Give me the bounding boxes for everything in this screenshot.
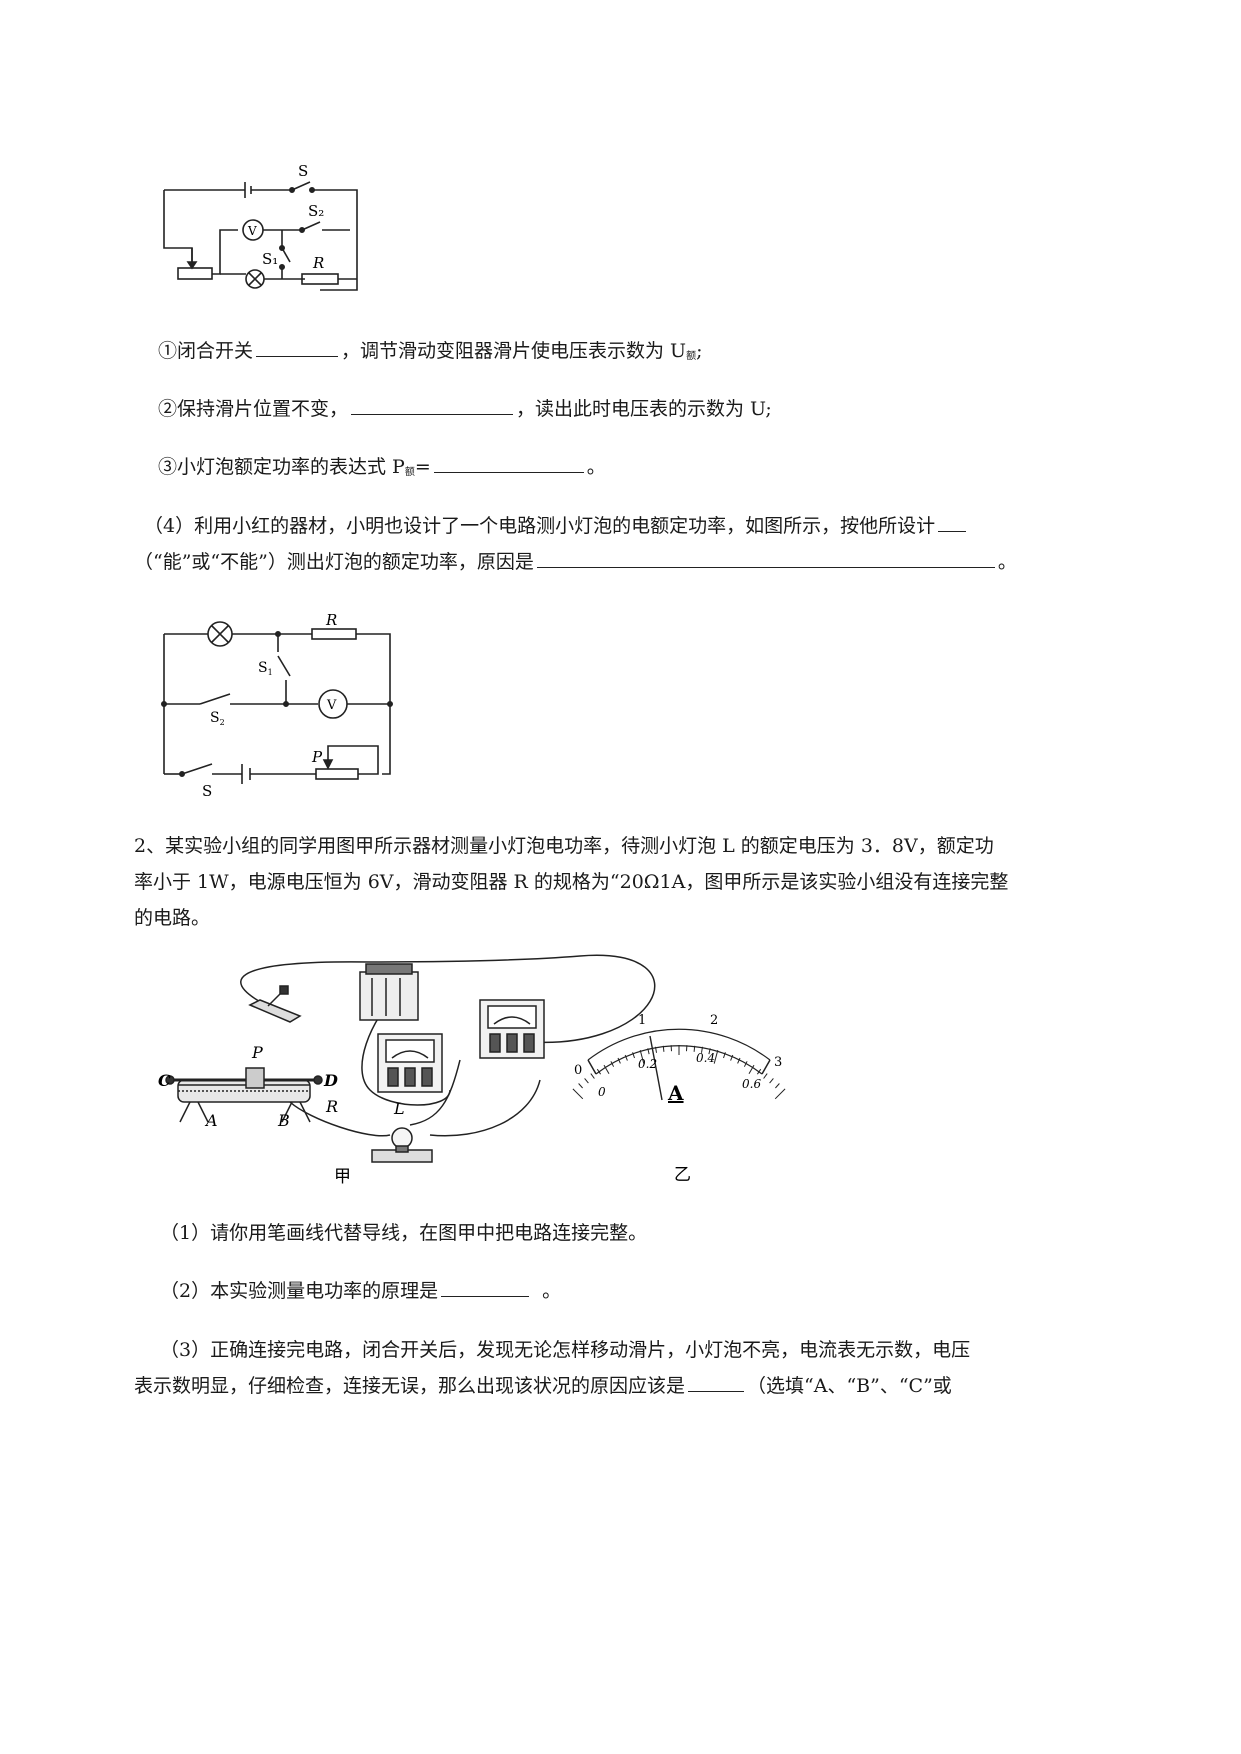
- label-p: P: [311, 748, 323, 766]
- scale-top-3: 3: [774, 1055, 782, 1070]
- scale-bottom-1: 0.2: [638, 1057, 657, 1071]
- label-d: D: [323, 1071, 338, 1090]
- scale-tick: [723, 1052, 726, 1059]
- q4-line-1: （4）利用小红的器材，小明也设计了一个电路测小灯泡的电额定功率，如图所示，按他所…: [144, 511, 969, 541]
- sub-question-3: （3）正确连接完电路，闭合开关后，发现无论怎样移动滑片，小灯泡不亮，电流表无示数…: [134, 1339, 971, 1397]
- scale-tick: [596, 1068, 602, 1075]
- scale-tick: [617, 1057, 621, 1064]
- answer-blank-6[interactable]: [688, 1371, 745, 1392]
- scale-tick: [743, 1061, 748, 1067]
- answer-blank-1[interactable]: [256, 336, 339, 357]
- scale-tick: [647, 1048, 650, 1055]
- scale-tick: [655, 1046, 657, 1053]
- answer-blank-3[interactable]: [433, 452, 584, 473]
- scale-tick: [748, 1064, 755, 1075]
- label-s: S: [202, 782, 212, 800]
- label-a: A: [204, 1111, 218, 1130]
- scale-tick: [584, 1078, 589, 1084]
- label-s1: S₁: [262, 250, 278, 268]
- answer-blank-4b[interactable]: [536, 547, 995, 568]
- step-1: ①闭合开关，调节滑动变阻器滑片使电压表示数为 U额;: [158, 336, 702, 372]
- label-b: B: [277, 1111, 290, 1130]
- scale-tick: [610, 1061, 615, 1067]
- sub-question-1: （1）请你用笔画线代替导线，在图甲中把电路连接完整。: [160, 1222, 648, 1244]
- scale-tick: [769, 1078, 774, 1084]
- sub-question-2: （2）本实验测量电功率的原理是。: [160, 1276, 561, 1306]
- label-s2: S2: [210, 710, 225, 727]
- scale-top-0: 0: [574, 1063, 582, 1078]
- scale-top-1: 1: [638, 1013, 646, 1028]
- answer-blank-4a[interactable]: [938, 511, 967, 532]
- scale-bottom-3: 0.6: [742, 1077, 761, 1091]
- voltmeter-symbol: V: [247, 224, 257, 238]
- scale-tick: [603, 1064, 610, 1075]
- circuit-diagram-1: S S₂ S₁ R V: [163, 162, 358, 291]
- scale-tick: [730, 1054, 734, 1061]
- scale-bottom-0: 0: [598, 1085, 606, 1099]
- label-c: C: [158, 1071, 171, 1090]
- scale-tick: [693, 1045, 696, 1052]
- scale-tick: [756, 1068, 762, 1075]
- caption-jia: 甲: [334, 1167, 351, 1187]
- label-l: L: [393, 1099, 405, 1118]
- scale-tick: [774, 1088, 786, 1100]
- label-s2: S₂: [308, 202, 324, 220]
- apparatus-figure: C D A B P R L 0 1 2 3 0 0.2 0.4 0.6 A 甲 …: [158, 954, 786, 1187]
- label-r: R: [312, 254, 324, 272]
- label-s1: S1: [258, 660, 273, 677]
- circuit-diagram-2: R S1 S2 V P S: [161, 611, 394, 800]
- scale-tick: [624, 1054, 628, 1061]
- scale-tick: [590, 1073, 595, 1079]
- scale-tick: [578, 1083, 583, 1089]
- scale-tick: [775, 1083, 780, 1089]
- scale-tick: [639, 1049, 645, 1064]
- caption-yi: 乙: [674, 1165, 691, 1185]
- scale-tick: [708, 1048, 711, 1055]
- scale-tick: [632, 1052, 635, 1059]
- q4-line-2: （“能”或“不能”）测出灯泡的额定功率，原因是。: [134, 547, 1017, 577]
- voltmeter-symbol: V: [326, 698, 337, 713]
- step-2: ②保持滑片位置不变，，读出此时电压表的示数为 U;: [158, 394, 772, 424]
- label-s: S: [298, 162, 308, 180]
- scale-top-2: 2: [710, 1013, 718, 1028]
- problem-2-text: 2、某实验小组的同学用图甲所示器材测量小灯泡电功率，待测小灯泡 L 的额定电压为…: [134, 835, 1009, 929]
- answer-blank-2[interactable]: [351, 394, 514, 415]
- scale-tick: [763, 1073, 768, 1079]
- label-r: R: [325, 1097, 338, 1116]
- label-r: R: [325, 611, 337, 629]
- scale-tick: [662, 1045, 665, 1052]
- ammeter-symbol: A: [667, 1081, 684, 1105]
- answer-blank-5[interactable]: [441, 1276, 530, 1297]
- scale-tick: [737, 1057, 741, 1064]
- scale-tick: [572, 1088, 584, 1100]
- scale-bottom-2: 0.4: [696, 1051, 715, 1065]
- step-3: ③小灯泡额定功率的表达式 P额=。: [158, 452, 606, 488]
- label-p: P: [251, 1043, 263, 1062]
- scale-tick: [713, 1049, 719, 1064]
- scale-tick: [701, 1046, 703, 1053]
